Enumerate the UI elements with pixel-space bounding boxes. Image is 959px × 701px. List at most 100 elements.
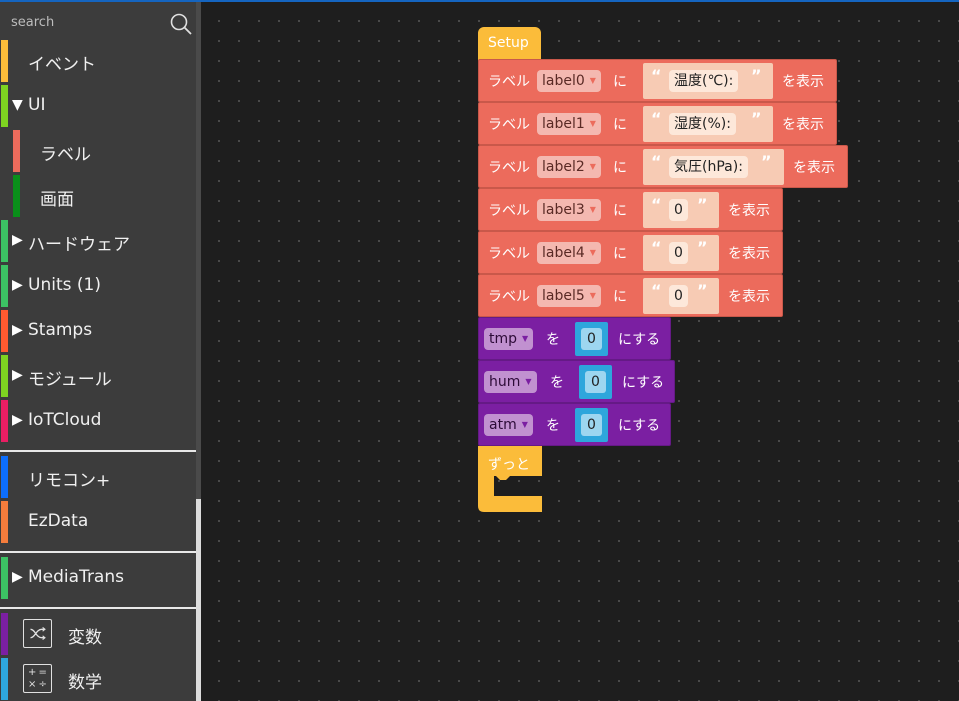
category-hardware[interactable]: ▶ ハードウェア (0, 220, 196, 262)
category-color-bar (1, 658, 8, 700)
category-stamps[interactable]: ▶ Stamps (0, 310, 196, 352)
block-suffix: にする (618, 332, 661, 348)
variable-set-block-hum[interactable]: hum▼ を 0 にする (478, 360, 675, 403)
label-target-dropdown[interactable]: label2▼ (537, 156, 601, 178)
category-color-bar (1, 456, 8, 498)
variable-dropdown[interactable]: hum▼ (484, 371, 537, 393)
dropdown-arrow-icon: ▼ (589, 76, 596, 85)
text-input-block[interactable]: “ 0 ” (643, 278, 719, 314)
dropdown-value: label1 (542, 116, 585, 132)
loop-c-shape (478, 446, 542, 512)
collapsed-arrow-icon[interactable]: ▶ (12, 322, 23, 338)
collapsed-arrow-icon[interactable]: ▶ (12, 367, 23, 383)
category-iotcloud[interactable]: ▶ IoTCloud (0, 400, 196, 442)
sidebar-scrollbar-track[interactable] (196, 2, 201, 701)
category-units[interactable]: ▶ Units (1) (0, 265, 196, 307)
close-quote-icon: ” (697, 238, 708, 257)
label-target-dropdown[interactable]: label4▼ (537, 242, 601, 264)
plus-glyph: + (28, 667, 37, 678)
collapsed-arrow-icon[interactable]: ▶ (12, 569, 23, 585)
block-suffix: を表示 (728, 289, 770, 305)
variable-set-block-atm[interactable]: atm▼ を 0 にする (478, 403, 671, 446)
dropdown-arrow-icon: ▼ (522, 334, 529, 343)
separator (0, 607, 196, 609)
text-input-block[interactable]: “ 湿度(%): ” (643, 106, 773, 142)
number-value[interactable]: 0 (581, 414, 602, 436)
text-input-block[interactable]: “ 0 ” (643, 192, 719, 228)
number-input-block[interactable]: 0 (579, 365, 612, 399)
text-input-block[interactable]: “ 温度(℃): ” (643, 63, 773, 99)
block-prefix: ラベル (488, 117, 530, 133)
category-color-bar (1, 613, 8, 655)
category-ui-label[interactable]: ラベル (0, 130, 196, 172)
block-prefix: ラベル (488, 203, 530, 219)
number-value[interactable]: 0 (581, 328, 602, 350)
collapsed-arrow-icon[interactable]: ▶ (12, 277, 23, 293)
category-mediatrans[interactable]: ▶ MediaTrans (0, 557, 196, 599)
category-math[interactable]: + = × ÷ 数学 (0, 658, 196, 700)
category-ui[interactable]: ▼ UI (0, 85, 196, 127)
collapsed-arrow-icon[interactable]: ▶ (12, 412, 23, 428)
text-input-block[interactable]: “ 気圧(hPa): ” (643, 149, 784, 185)
category-color-bar (1, 355, 8, 397)
category-label: Units (1) (28, 275, 101, 295)
text-value[interactable]: 0 (669, 285, 688, 307)
block-connector-text: に (613, 117, 627, 133)
text-value[interactable]: 温度(℃): (669, 70, 739, 92)
label-target-dropdown[interactable]: label0▼ (537, 70, 601, 92)
category-remocon[interactable]: リモコン+ (0, 456, 196, 498)
forever-loop-block[interactable]: ずっと (478, 446, 544, 512)
text-value[interactable]: 気圧(hPa): (669, 156, 748, 178)
top-accent-bar (0, 0, 959, 2)
search-icon[interactable] (170, 13, 192, 35)
sidebar-scrollbar-thumb[interactable] (196, 499, 201, 701)
label-set-block-1[interactable]: ラベル label1▼ に “ 湿度(%): ” を表示 (478, 102, 837, 145)
dropdown-arrow-icon: ▼ (521, 420, 528, 429)
block-prefix: ラベル (488, 160, 530, 176)
close-quote-icon: ” (761, 152, 772, 171)
number-input-block[interactable]: 0 (575, 322, 608, 356)
block-connector-text: に (613, 74, 627, 90)
close-quote-icon: ” (697, 195, 708, 214)
label-target-dropdown[interactable]: label1▼ (537, 113, 601, 135)
category-module[interactable]: ▶ モジュール (0, 355, 196, 397)
category-ezdata[interactable]: EzData (0, 501, 196, 543)
expanded-arrow-icon[interactable]: ▼ (12, 97, 23, 113)
number-value[interactable]: 0 (585, 371, 606, 393)
label-set-block-4[interactable]: ラベル label4▼ に “ 0 ” を表示 (478, 231, 783, 274)
label-set-block-2[interactable]: ラベル label2▼ に “ 気圧(hPa): ” を表示 (478, 145, 848, 188)
label-target-dropdown[interactable]: label3▼ (537, 199, 601, 221)
block-connector-text: に (613, 289, 627, 305)
block-suffix: を表示 (782, 117, 824, 133)
category-color-bar (1, 220, 8, 262)
category-event[interactable]: イベント (0, 40, 196, 82)
setup-hat-block[interactable]: Setup (478, 27, 541, 61)
label-set-block-3[interactable]: ラベル label3▼ に “ 0 ” を表示 (478, 188, 783, 231)
dropdown-arrow-icon: ▼ (589, 205, 596, 214)
text-value[interactable]: 0 (669, 199, 688, 221)
text-value[interactable]: 湿度(%): (669, 113, 736, 135)
category-variables[interactable]: 変数 (0, 613, 196, 655)
text-input-block[interactable]: “ 0 ” (643, 235, 719, 271)
category-label: EzData (28, 511, 89, 531)
variable-dropdown[interactable]: atm▼ (484, 414, 533, 436)
toolbox-search[interactable]: search (0, 2, 196, 42)
category-label: UI (28, 95, 46, 115)
block-connector-text: を (550, 375, 564, 391)
block-connector-text: を (546, 332, 560, 348)
variable-set-block-tmp[interactable]: tmp▼ を 0 にする (478, 317, 671, 360)
open-quote-icon: “ (651, 238, 662, 257)
variable-dropdown[interactable]: tmp▼ (484, 328, 534, 350)
category-ui-screen[interactable]: 画面 (0, 175, 196, 217)
block-suffix: にする (622, 375, 665, 391)
number-input-block[interactable]: 0 (575, 408, 608, 442)
label-target-dropdown[interactable]: label5▼ (537, 285, 601, 307)
block-workspace[interactable]: Setup ラベル label0▼ に “ 温度(℃): ” を表示 ラベル l… (201, 2, 959, 701)
search-input[interactable]: search (11, 15, 55, 30)
collapsed-arrow-icon[interactable]: ▶ (12, 232, 23, 248)
category-label: 数学 (68, 673, 102, 693)
text-value[interactable]: 0 (669, 242, 688, 264)
label-set-block-0[interactable]: ラベル label0▼ に “ 温度(℃): ” を表示 (478, 59, 837, 102)
label-set-block-5[interactable]: ラベル label5▼ に “ 0 ” を表示 (478, 274, 783, 317)
category-color-bar (1, 310, 8, 352)
